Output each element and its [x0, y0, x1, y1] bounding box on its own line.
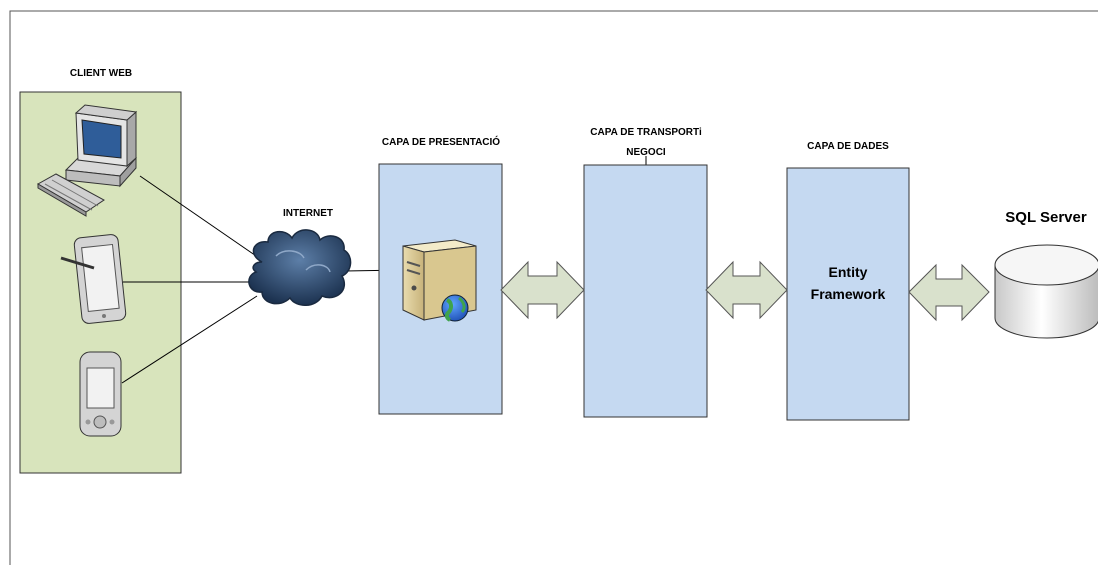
data-layer-label: CAPA DE DADES	[807, 141, 889, 152]
database-icon	[994, 244, 1098, 339]
transport-layer-label-line2: NEGOCI	[626, 147, 666, 158]
sql-server-label: SQL Server	[1005, 209, 1087, 226]
double-arrow-data-sqlserver	[908, 263, 990, 322]
data-layer-box	[786, 167, 910, 421]
pda-icon	[79, 351, 122, 437]
cloud-icon	[248, 229, 352, 306]
connection-line	[139, 175, 263, 261]
entity-framework-label-line1: Entity	[829, 264, 868, 280]
desktop-computer-icon	[36, 104, 138, 217]
internet-label: INTERNET	[283, 208, 333, 219]
transport-layer-box	[583, 164, 708, 418]
entity-framework-label-line2: Framework	[811, 286, 886, 302]
tablet-icon	[60, 234, 127, 324]
presentation-layer-label: CAPA DE PRESENTACIÓ	[382, 135, 500, 148]
connection-line	[121, 295, 258, 384]
page-frame	[9, 10, 1098, 565]
globe-icon	[441, 294, 469, 322]
double-arrow-transport-data	[705, 260, 788, 320]
transport-layer-label-line1: CAPA DE TRANSPORTi	[590, 127, 702, 138]
client-web-label: CLIENT WEB	[70, 68, 132, 79]
double-arrow-presentation-transport	[500, 260, 585, 320]
